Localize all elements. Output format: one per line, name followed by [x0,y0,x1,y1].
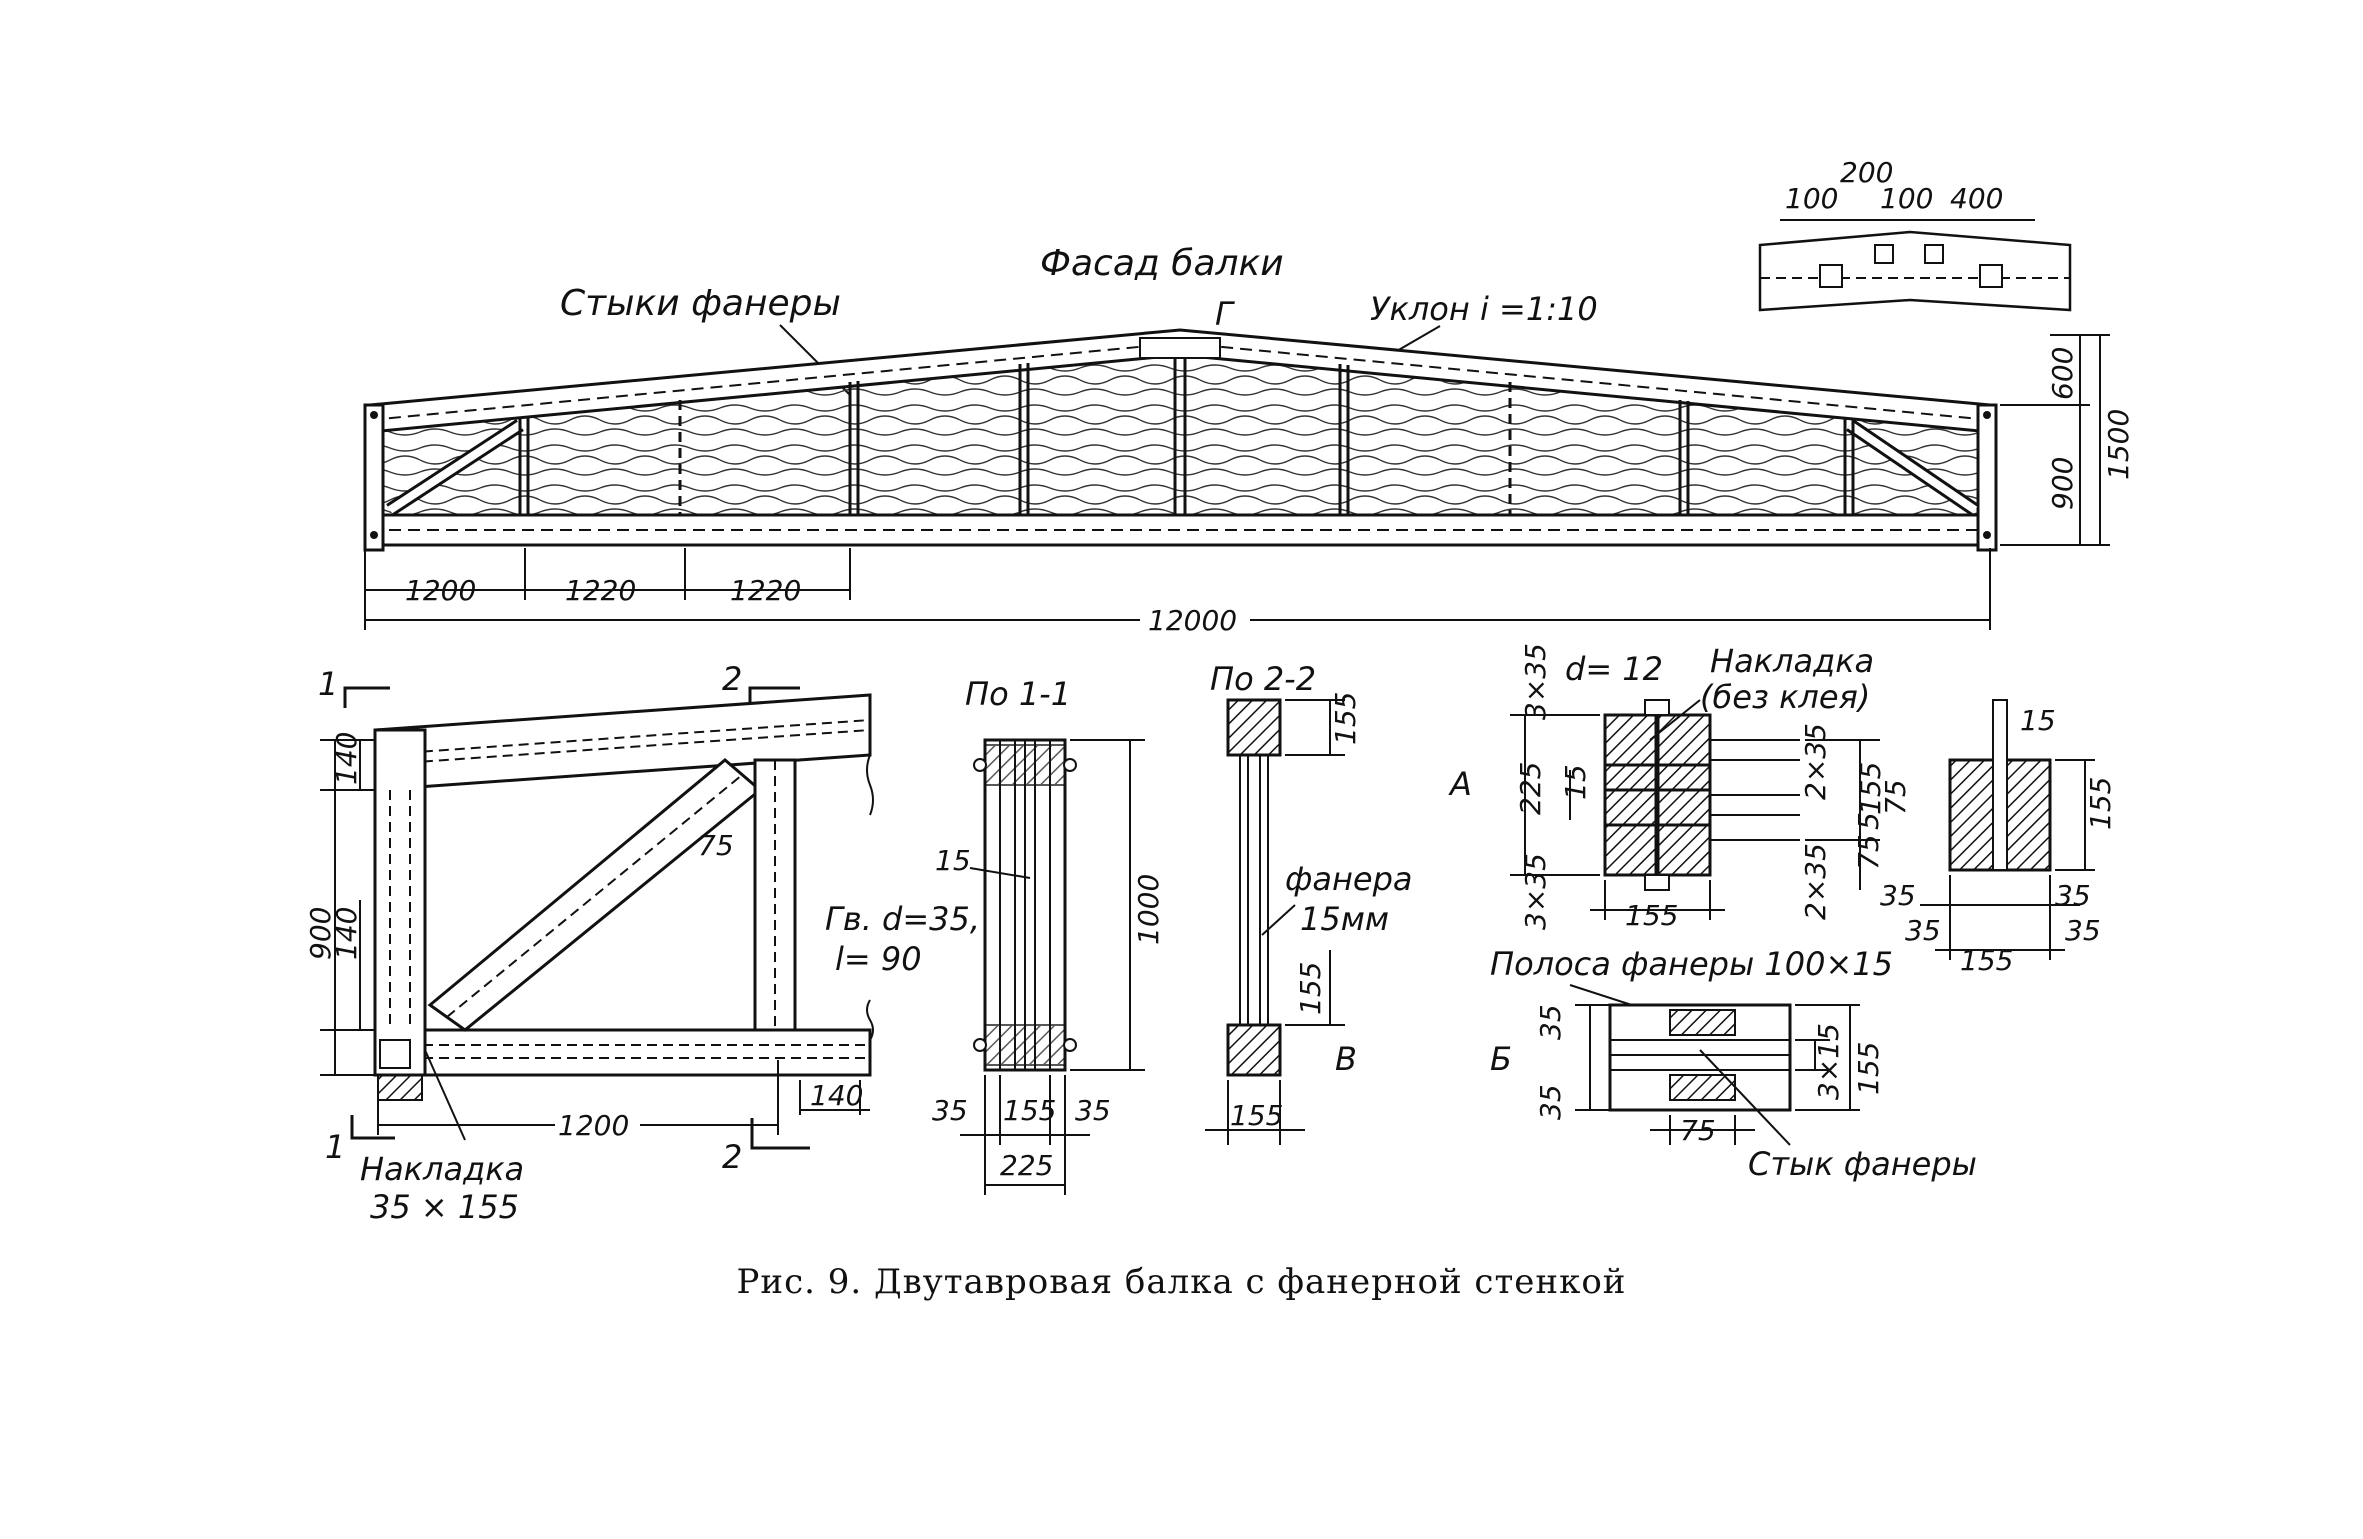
plywood-joint-label: Стык фанеры [1748,1145,1977,1183]
section-1-top: 1 [318,665,338,703]
detail-dim-75: 75 [698,829,734,862]
node-dim-100b: 100 [1880,182,1933,215]
a-dim-75b: 75 [1879,779,1912,815]
section-2-bottom: 2 [722,1138,742,1176]
node-dim-100a: 100 [1785,182,1838,215]
a-dim-155w: 155 [1625,899,1678,932]
ridge-node-detail: 100 200 100 400 [1758,156,2072,312]
plywood-label-line2: 15мм [1300,900,1389,938]
nail-label-line2: l= 90 [835,940,922,978]
ridge-pad [1139,337,1221,359]
section-1-1: По 1-1 15 1000 35 [932,675,1165,1195]
a-dim-5: 5 [1852,812,1885,830]
stiffeners [518,347,1855,515]
b-dim-35b: 35 [1534,1084,1567,1120]
mark-v: В [1335,1040,1357,1078]
b-dim-155: 155 [1852,1042,1885,1095]
a-dim-3x35a: 3×35 [1519,643,1552,720]
a-dim-225: 225 [1514,762,1547,815]
s22-dim-155b: 155 [1294,962,1327,1015]
pad-label-line1: Накладка [360,1150,524,1188]
s11-dim-35b: 35 [1075,1094,1111,1127]
detail-dim-900: 900 [304,907,337,960]
a-dim-35a: 35 [1880,879,1916,912]
section-1-bottom: 1 [325,1128,345,1166]
a-dim-2x35b: 2×35 [1799,843,1832,920]
plywood-label-line1: фанера [1285,860,1413,898]
figure-caption: Рис. 9. Двутавровая балка с фанерной сте… [736,1262,1627,1302]
dim-1220b: 1220 [730,574,801,607]
detail-pad-hatch [377,1074,423,1101]
detail-b-mark: Б [1490,1040,1512,1078]
a-pad-label-line1: Накладка [1710,642,1874,680]
s11-dim-155: 155 [1003,1094,1056,1127]
dim-1500: 1500 [2102,409,2135,480]
node-dim-400: 400 [1950,182,2003,215]
a-dim-3x35b: 3×35 [1519,853,1552,930]
detail-a-mark: А [1448,765,1472,803]
s22-web [1239,755,1269,1025]
s11-dim-1000: 1000 [1132,874,1165,945]
s11-dim-35a: 35 [932,1094,968,1127]
dim-900: 900 [2046,457,2079,510]
b-dim-3x15: 3×15 [1812,1023,1845,1100]
b-dim-35a: 35 [1534,1004,1567,1040]
a-dim-155r: 155 [1854,762,1887,815]
b-dim-75: 75 [1680,1114,1716,1147]
detail-b: Полоса фанеры 100×15 Б 35 35 3×15 155 75 [1490,945,1977,1183]
a-dim-35d: 35 [2065,914,2101,947]
dim-1200: 1200 [405,574,476,607]
left-end-post [363,403,385,552]
a-dim-15top: 15 [2020,704,2056,737]
b-strip-bottom [1669,1074,1736,1101]
a-dim-155bot: 155 [1960,944,2013,977]
dim-12000: 12000 [1148,604,1237,637]
node-dim-200: 200 [1840,156,1893,189]
top-chord-nails [369,341,1991,421]
a-pad-label-line2: (без клея) [1700,678,1870,716]
detail-dim-140c: 140 [810,1079,863,1112]
s22-bottom-flange [1226,1023,1282,1077]
s22-dim-155c: 155 [1230,1099,1283,1132]
facade-title: Фасад балки [1040,243,1284,284]
a-dim-35b: 35 [1905,914,1941,947]
section-1-1-title: По 1-1 [965,675,1071,713]
detail-a: А 3×35 d= 12 Накладка (без клея) 2 [1448,642,2117,977]
dim-1220a: 1220 [565,574,636,607]
slope-label: Уклон i =1:10 [1370,290,1598,328]
bolt-dim-label: d= 12 [1565,650,1663,688]
a-dim-15: 15 [1559,764,1592,800]
detail-end-post [373,728,427,1077]
detail-dim-140b: 140 [330,907,363,960]
pad-label-line2: 35 × 155 [370,1188,519,1226]
b-strip-top [1669,1009,1736,1036]
a-dim-2x35a: 2×35 [1799,723,1832,800]
s11-dim-225: 225 [1000,1149,1053,1182]
node-g-label: Г [1215,295,1235,333]
beam-facade: Фасад балки Стыки фанеры Уклон i =1:10 Г [363,156,2135,637]
section-2-2-title: По 2-2 [1210,660,1316,698]
s22-top-flange [1226,698,1282,757]
plywood-strip-label: Полоса фанеры 100×15 [1490,945,1893,983]
s22-dim-155a: 155 [1329,692,1362,745]
plywood-joints-label: Стыки фанеры [560,283,841,324]
a-dim-35c: 35 [2055,879,2091,912]
s11-dim-15: 15 [935,844,971,877]
nail-label-line1: Гв. d=35, [825,900,980,938]
right-end-post [1976,403,1998,552]
dim-600: 600 [2046,347,2079,400]
a-dim-155side: 155 [2084,777,2117,830]
a-dim-75a: 75 [1852,834,1885,870]
detail-bottom-chord [373,1028,872,1077]
a-small-web [1992,699,2008,871]
detail-dim-140a: 140 [330,732,363,785]
detail-dim-1200: 1200 [558,1109,629,1142]
end-node-detail: 1 2 14 [304,660,980,1226]
section-2-2: По 2-2 155 155 фанера 15мм В 155 [1205,660,1413,1145]
section-2-top: 2 [722,660,742,698]
